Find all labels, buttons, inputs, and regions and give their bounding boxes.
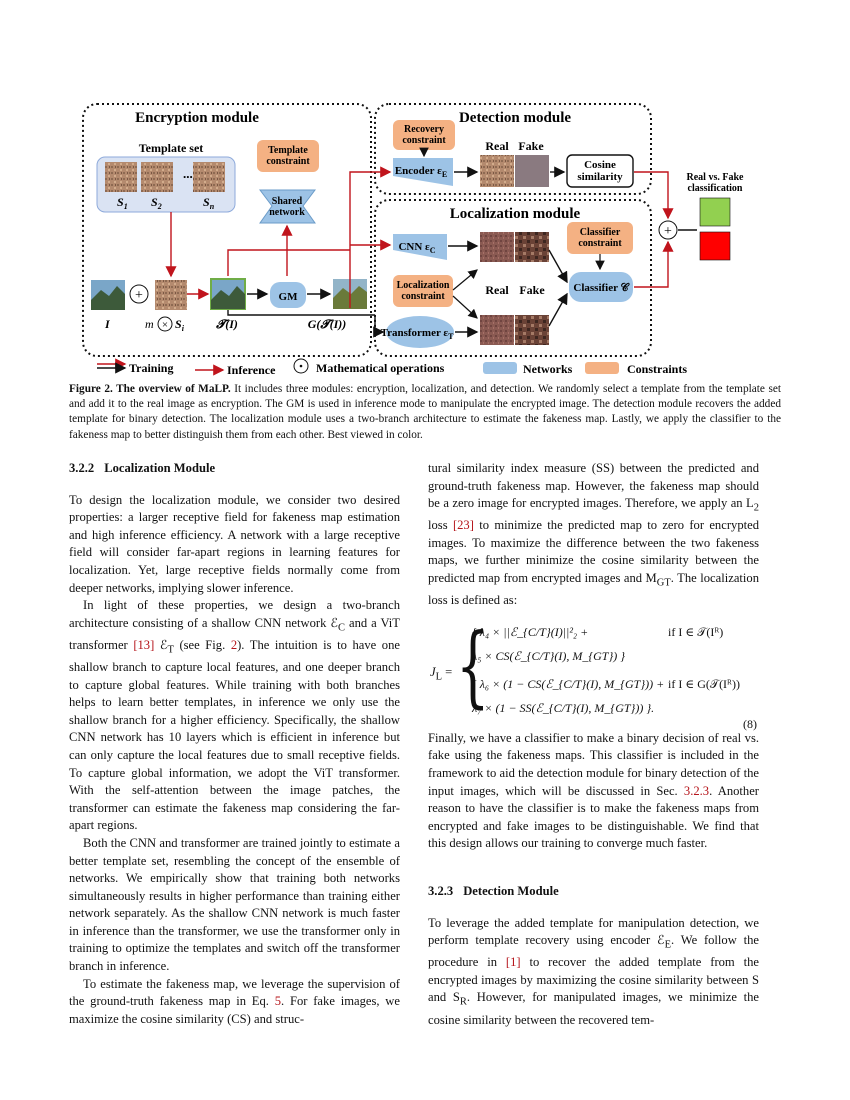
localization-module-title: Localization module — [450, 206, 581, 222]
left-paragraph-4: To estimate the fakeness map, we leverag… — [69, 976, 400, 1026]
plus-operator — [129, 284, 149, 304]
selected-template — [155, 280, 187, 310]
encoder-shape — [393, 158, 453, 186]
transformer-fake-map — [515, 315, 549, 345]
legend-networks: Networks — [523, 362, 573, 376]
label-sn: Sn — [203, 195, 215, 211]
template-sn — [193, 162, 225, 192]
fake-label-localization: Fake — [519, 283, 545, 297]
cnn-shape — [393, 234, 447, 260]
label-GTI: G(𝓣(I)) — [308, 317, 347, 331]
transformer-real-map — [480, 315, 514, 345]
legend-math-ops: Mathematical operations — [316, 361, 445, 375]
label-I: I — [104, 317, 111, 331]
encryption-module-frame — [82, 103, 372, 357]
figure-link[interactable]: 2 — [230, 637, 238, 652]
cosine-similarity-box — [566, 154, 634, 188]
encoder-label: Encoder εE — [395, 165, 447, 179]
legend-inference: Inference — [227, 363, 276, 377]
detection-module-title: Detection module — [459, 110, 571, 126]
sum-operator — [658, 220, 678, 240]
cnn-label: CNN εC — [398, 241, 435, 255]
citation-link[interactable]: [23] — [452, 518, 474, 533]
recovered-fake-template — [515, 155, 549, 187]
equation-8: JL = { { λ₄ × ||ℰ_{C/T}(I)||²₂ + if I ∈ … — [430, 613, 757, 731]
right-column: tural similarity index measure (SS) betw… — [428, 460, 759, 1029]
right-paragraph-1: tural similarity index measure (SS) betw… — [428, 461, 760, 608]
transformer-label: Transformer εT — [381, 327, 455, 341]
left-paragraph-2: In light of these properties, we design … — [69, 598, 400, 833]
label-s1: S1 — [117, 195, 128, 211]
label-Si: Si — [175, 317, 185, 333]
shared-network-shape — [259, 189, 316, 224]
real-output-box — [699, 197, 731, 227]
encryption-module-title: Encryption module — [135, 110, 259, 126]
gm-box — [270, 282, 306, 308]
template-dots: .... — [183, 166, 196, 181]
figure-caption: Figure 2. The overview of MaLP. It inclu… — [69, 382, 781, 443]
localization-constraint-box — [393, 275, 453, 307]
left-paragraph-1: To design the localization module, we co… — [69, 492, 400, 595]
overview-figure: Encryption module Template set .... S1 S… — [82, 103, 745, 377]
times-operator — [157, 316, 173, 332]
section-link[interactable]: 3.2.3 — [683, 783, 710, 798]
cnn-fake-map — [515, 232, 549, 262]
caption-text: It includes three modules: encryption, l… — [69, 383, 781, 441]
citation-link[interactable]: [13] — [133, 637, 155, 652]
legend-constraints: Constraints — [627, 362, 687, 376]
template-s1 — [105, 162, 137, 192]
svg-text:+: + — [664, 224, 672, 239]
fake-output-box — [699, 231, 731, 261]
template-constraint-box — [257, 140, 319, 172]
caption-title: Figure 2. The overview of MaLP. — [69, 383, 231, 395]
right-paragraph-3: To leverage the added template for manip… — [428, 915, 759, 1027]
legend: Training Inference Mathematical operatio… — [97, 358, 687, 377]
template-set-label: Template set — [139, 141, 204, 155]
label-TI: 𝓣(I) — [215, 317, 238, 331]
label-m: m — [145, 317, 154, 331]
detection-module-frame — [374, 103, 652, 195]
gm-label: GM — [279, 291, 299, 303]
equation-link[interactable]: 5 — [274, 994, 282, 1009]
right-paragraph-2: Finally, we have a classifier to make a … — [428, 730, 759, 851]
real-label-detection: Real — [485, 139, 509, 153]
classifier-box — [569, 272, 633, 302]
svg-text:×: × — [162, 319, 168, 331]
real-label-localization: Real — [485, 283, 509, 297]
fake-label-detection: Fake — [518, 139, 544, 153]
label-s2: S2 — [151, 195, 162, 211]
legend-training: Training — [129, 361, 173, 375]
classifier-label: Classifier 𝒞 — [573, 281, 630, 294]
template-s2 — [141, 162, 173, 192]
classifier-constraint-box — [567, 222, 633, 254]
recovery-constraint-box — [393, 120, 455, 150]
citation-link[interactable]: [1] — [505, 955, 521, 970]
transformer-shape — [386, 316, 454, 348]
svg-text:+: + — [135, 288, 143, 303]
left-paragraph-3: Both the CNN and transformer are trained… — [69, 835, 400, 974]
cnn-real-map — [480, 232, 514, 262]
recovered-real-template — [480, 155, 514, 187]
